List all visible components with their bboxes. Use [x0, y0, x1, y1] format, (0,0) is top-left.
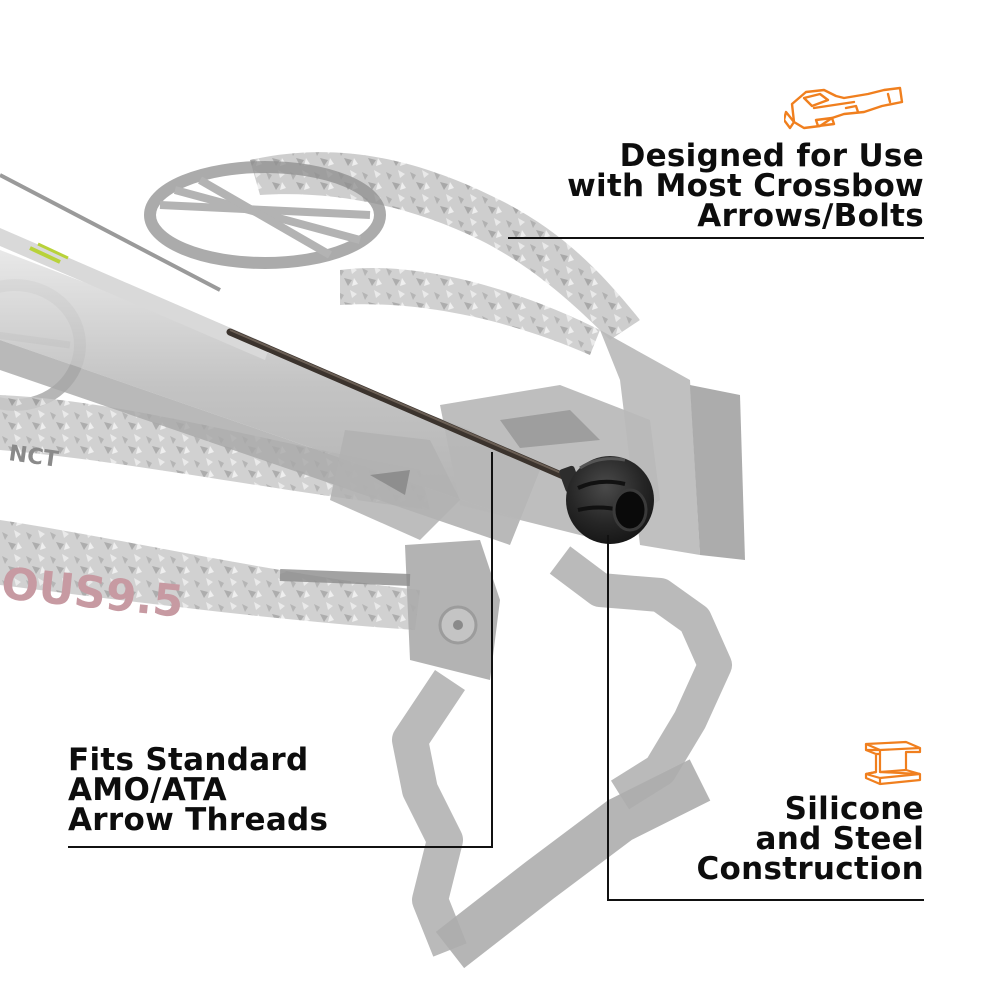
- feature-compatibility-text: Designed for Use with Most Crossbow Arro…: [567, 138, 924, 234]
- feature-threads-text: Fits Standard AMO/ATA Arrow Threads: [68, 742, 329, 838]
- feature-construction-text: Silicone and Steel Construction: [696, 791, 924, 887]
- feature-construction-line-1: Silicone: [784, 791, 924, 827]
- feature-threads-callout-horizontal: [68, 846, 493, 848]
- crossbow-icon: [784, 86, 904, 130]
- feature-threads-line-2: AMO/ATA: [68, 772, 227, 808]
- feature-compatibility-line-3: Arrows/Bolts: [697, 198, 924, 234]
- feature-compatibility-divider: [508, 237, 924, 239]
- steel-i-beam-icon: [864, 740, 922, 786]
- silicone-tip: [559, 456, 654, 544]
- feature-construction-line-2: and Steel: [755, 821, 924, 857]
- feature-compatibility-line-1: Designed for Use: [619, 138, 924, 174]
- feature-construction-callout-horizontal: [607, 899, 924, 901]
- feature-compatibility-line-2: with Most Crossbow: [567, 168, 924, 204]
- feature-construction-line-3: Construction: [696, 851, 924, 887]
- feature-construction-callout-vertical: [607, 535, 609, 901]
- feature-threads-line-1: Fits Standard: [68, 742, 309, 778]
- feature-threads-callout-vertical: [491, 452, 493, 848]
- feature-threads-line-3: Arrow Threads: [68, 802, 329, 838]
